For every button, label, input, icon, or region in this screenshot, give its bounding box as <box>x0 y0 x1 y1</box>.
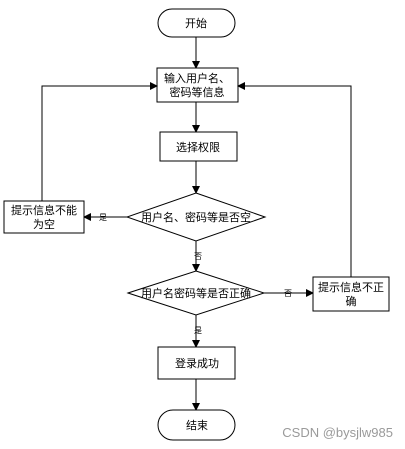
end-label: 结束 <box>186 419 208 432</box>
incorrect-message-box <box>312 276 390 312</box>
edge-empty-no-label: 否 <box>194 252 202 261</box>
end-terminal <box>157 409 236 441</box>
empty-message-line1: 提示信息不能 <box>11 203 77 217</box>
edge-incorrect-loop-back <box>237 82 352 277</box>
edge-empty-loop-back <box>41 82 158 201</box>
empty-message-line2: 为空 <box>33 217 55 231</box>
edge-empty-yes-label: 是 <box>99 213 107 222</box>
edge-correct-no-label: 否 <box>284 289 292 298</box>
empty-message-box <box>3 200 85 234</box>
start-label: 开始 <box>185 16 207 30</box>
input-process-box <box>156 67 239 103</box>
incorrect-message-line2: 确 <box>346 295 357 308</box>
watermark: CSDN @bysjlw985 <box>282 425 393 440</box>
incorrect-message-line1: 提示信息不正 <box>318 280 384 294</box>
input-label-line1: 输入用户名、 <box>164 71 230 85</box>
edge-correct-yes-label: 是 <box>194 326 202 335</box>
input-label-line2: 密码等信息 <box>170 85 225 99</box>
check-empty-label: 用户名、密码等是否空 <box>141 210 251 224</box>
login-success-box <box>157 346 236 380</box>
select-permission-label: 选择权限 <box>176 140 220 154</box>
select-permission-box <box>159 131 238 162</box>
check-correct-label: 用户名密码等是否正确 <box>141 286 251 300</box>
login-success-label: 登录成功 <box>175 356 219 370</box>
